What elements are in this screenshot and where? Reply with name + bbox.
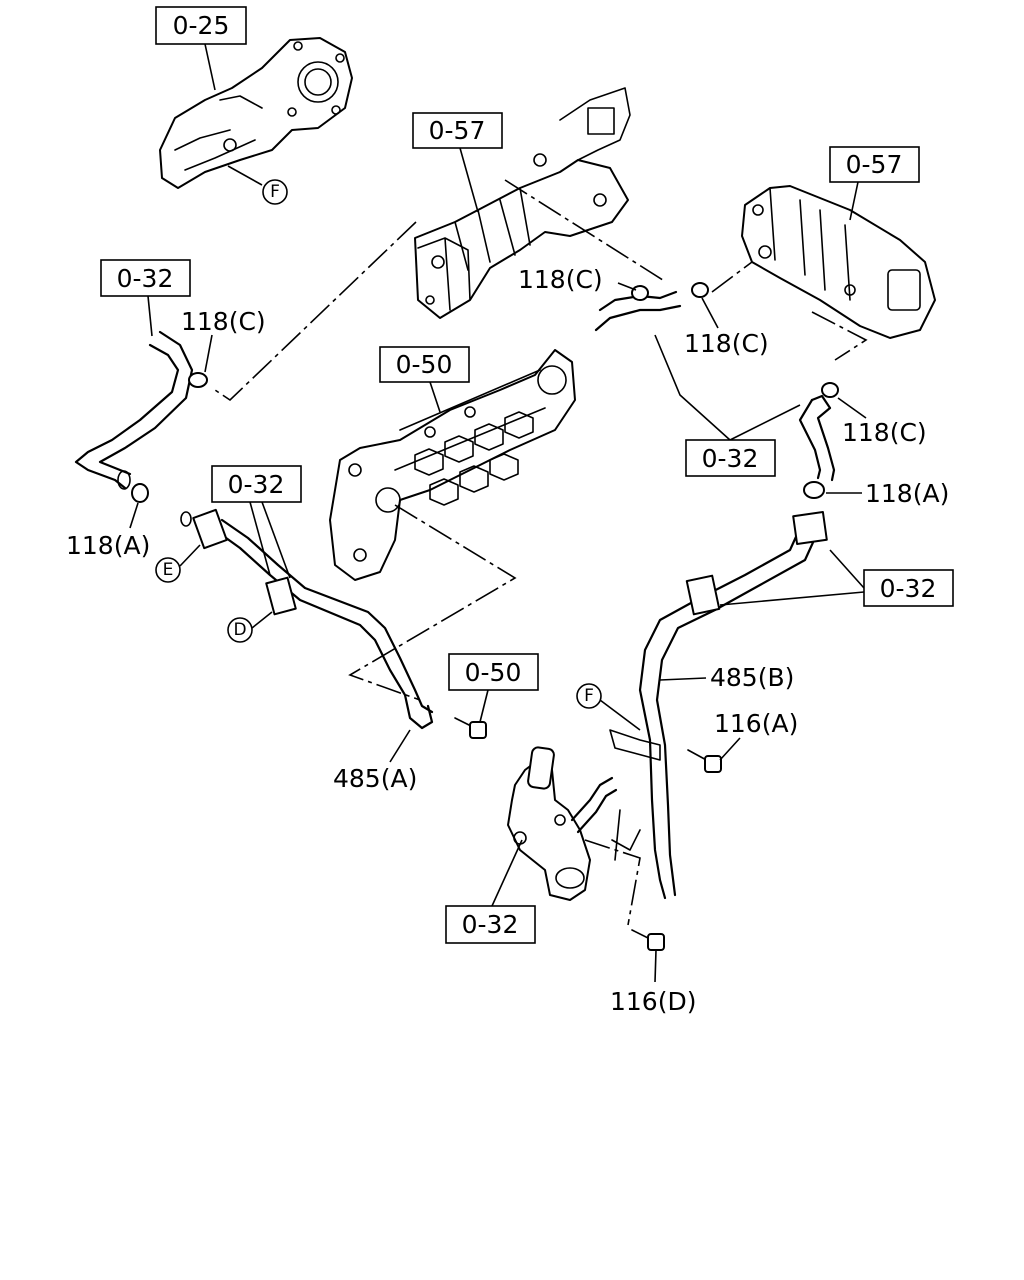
ref-box-0-57-right: 0-57 [829, 146, 920, 183]
label-118c-mid-lower: 118(C) [684, 329, 769, 358]
ref-box-0-57-upper: 0-57 [412, 112, 503, 149]
svg-text:0-50: 0-50 [465, 658, 522, 687]
svg-text:0-32: 0-32 [228, 470, 285, 499]
label-118a-left: 118(A) [66, 531, 150, 560]
marker-f-top: F [262, 179, 288, 205]
label-118c-mid-upper: 118(C) [518, 265, 603, 294]
svg-text:0-32: 0-32 [462, 910, 519, 939]
marker-d-left: D [227, 617, 253, 643]
svg-text:0-25: 0-25 [173, 11, 230, 40]
thermostat-housing [507, 746, 618, 901]
svg-text:0-32: 0-32 [702, 444, 759, 473]
ref-box-0-32-left-hose: 0-32 [100, 259, 191, 297]
svg-text:E: E [163, 560, 174, 580]
marker-f-right: F [576, 683, 602, 709]
water-pipe-485b [609, 511, 828, 900]
svg-text:F: F [270, 182, 280, 202]
hose-clamps [131, 282, 839, 503]
ref-box-0-32-right-hose: 0-32 [685, 439, 776, 477]
ref-box-0-25: 0-25 [155, 6, 247, 45]
water-hose-left [74, 330, 194, 490]
leader-lines [129, 43, 867, 983]
svg-text:0-32: 0-32 [880, 574, 937, 603]
ref-box-0-50-cooler: 0-50 [379, 346, 470, 383]
svg-text:0-50: 0-50 [396, 350, 453, 379]
label-118c-top-left: 118(C) [181, 307, 266, 336]
svg-text:D: D [233, 620, 246, 640]
label-485a: 485(A) [333, 764, 417, 793]
ref-box-0-50-bolt: 0-50 [448, 653, 539, 691]
ref-box-0-32-right-pipe: 0-32 [863, 569, 954, 607]
egr-cooler-upper [414, 87, 631, 319]
ref-box-0-32-housing: 0-32 [445, 905, 536, 944]
marker-e-left: E [155, 557, 181, 583]
label-116d: 116(D) [610, 987, 696, 1016]
connection-chain-lines [214, 179, 868, 926]
ref-box-0-32-left-pipe: 0-32 [211, 465, 302, 503]
exhaust-manifold-part [159, 37, 353, 189]
egr-cooler-right [741, 185, 936, 339]
oil-cooler-body [329, 349, 576, 581]
svg-text:0-57: 0-57 [429, 116, 486, 145]
svg-text:0-57: 0-57 [846, 150, 903, 179]
label-116a: 116(A) [714, 709, 798, 738]
bolts [454, 717, 722, 951]
svg-text:F: F [584, 686, 594, 706]
label-118c-right: 118(C) [842, 418, 927, 447]
label-118a-right: 118(A) [865, 479, 949, 508]
svg-text:0-32: 0-32 [117, 264, 174, 293]
label-485b: 485(B) [710, 663, 794, 692]
